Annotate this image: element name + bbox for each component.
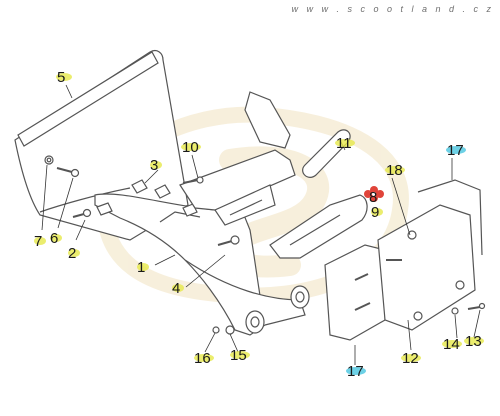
callout-12: 12: [401, 350, 421, 367]
svg-text:4: 4: [172, 280, 180, 297]
callout-8: 8: [369, 189, 377, 206]
svg-text:10: 10: [182, 139, 199, 156]
svg-text:17: 17: [347, 363, 364, 380]
callout-6: 6: [50, 230, 62, 247]
callout-2: 2: [68, 245, 80, 262]
svg-text:9: 9: [371, 204, 379, 221]
callout-3: 3: [150, 157, 162, 174]
svg-text:8: 8: [369, 189, 377, 206]
callout-14: 14: [442, 336, 462, 353]
svg-text:2: 2: [68, 245, 76, 262]
svg-text:3: 3: [150, 157, 158, 174]
callout-18: 18: [385, 162, 405, 179]
light-housing: [179, 91, 296, 226]
callout-17-bottom: 17: [346, 363, 366, 380]
callout-13: 13: [464, 333, 484, 350]
svg-text:18: 18: [386, 162, 403, 179]
svg-text:15: 15: [230, 347, 247, 364]
site-watermark: w w w . s c o o t l a n d . c z: [291, 4, 494, 14]
red-flower-icon: [364, 186, 384, 202]
svg-text:7: 7: [34, 233, 42, 250]
svg-text:13: 13: [465, 333, 482, 350]
callout-17-top: 17: [446, 142, 466, 159]
callout-4: 4: [172, 280, 184, 297]
svg-text:6: 6: [50, 230, 58, 247]
svg-text:16: 16: [194, 350, 211, 367]
rear-bracket: [94, 193, 310, 336]
svg-text:17: 17: [447, 142, 464, 159]
svg-text:5: 5: [57, 69, 65, 86]
callout-15: 15: [230, 347, 250, 364]
callout-5: 5: [56, 69, 72, 86]
callout-1: 1: [137, 259, 149, 276]
callout-labels: 5 11 10 3 18 17 8 9 7 6 2 1 4 16 15 12 1…: [34, 69, 484, 380]
line-art: [14, 49, 486, 341]
svg-text:1: 1: [137, 259, 145, 276]
callout-9: 9: [371, 204, 383, 221]
svg-text:12: 12: [402, 350, 419, 367]
callout-16: 16: [194, 350, 214, 367]
svg-text:14: 14: [443, 336, 460, 353]
callout-11: 11: [335, 135, 355, 152]
leader-lines: [41, 84, 481, 365]
callout-7: 7: [34, 233, 46, 250]
callout-10: 10: [181, 139, 201, 156]
svg-text:11: 11: [336, 135, 352, 152]
